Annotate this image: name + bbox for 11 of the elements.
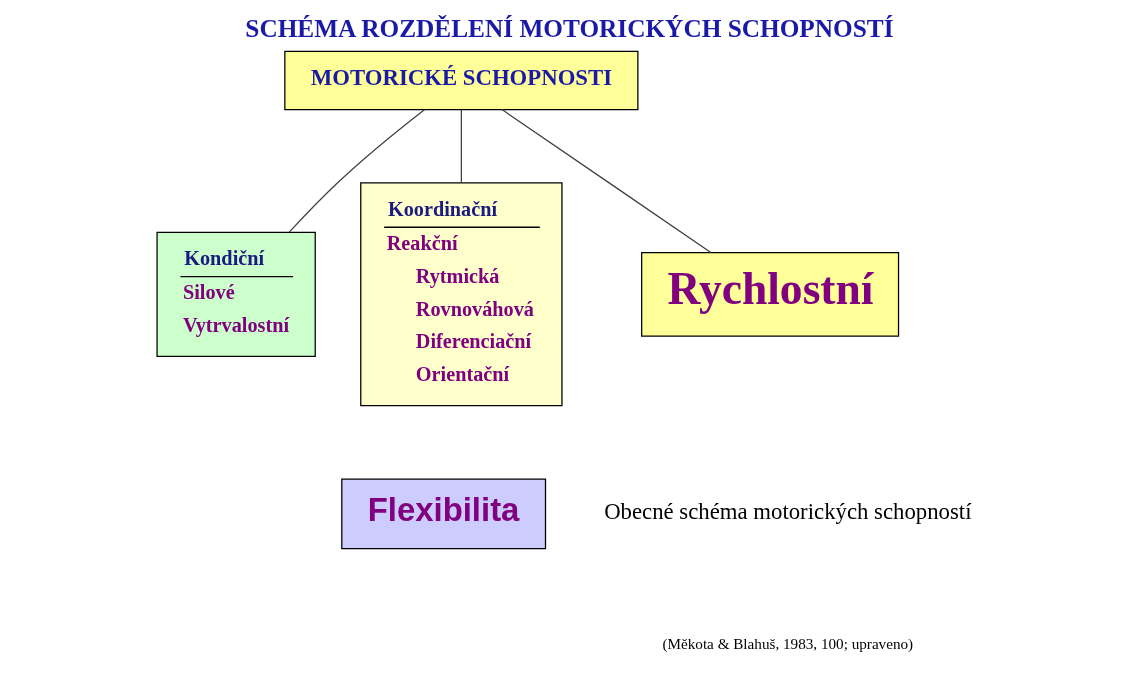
node-box: Rychlostní: [641, 251, 900, 337]
node-box: MOTORICKÉ SCHOPNOSTI: [284, 50, 639, 111]
node-box: Koordinační Reakční Rytmická Rovnováhová Diferenciační Orientační: [360, 182, 563, 407]
node-box: Kondiční Silové Vytrvalostní: [156, 231, 316, 357]
connector: [501, 108, 712, 254]
node-box: Flexibilita: [341, 478, 547, 550]
label: (Měkota & Blahuš, 1983, 100; upraveno): [662, 634, 914, 652]
caption: Obecné schéma motorických schopností: [604, 499, 972, 525]
connector: [288, 109, 426, 233]
diagram-title: SCHÉMA ROZDĚLENÍ MOTORICKÝCH SCHOPNOSTÍ: [245, 14, 894, 43]
connector: [460, 109, 462, 184]
